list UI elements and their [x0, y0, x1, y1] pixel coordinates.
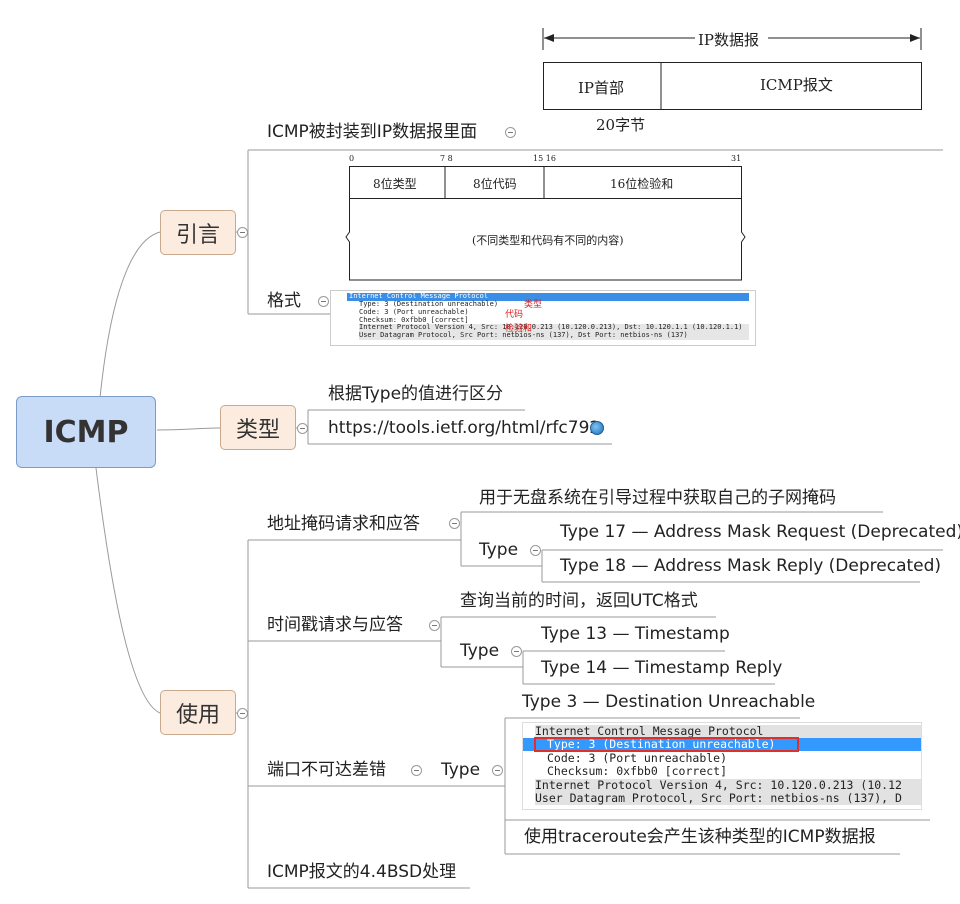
field-checksum: 16位检验和	[610, 177, 674, 191]
type-14-item[interactable]: Type 14 — Timestamp Reply	[541, 658, 783, 678]
capture-line: User Datagram Protocol, Src Port: netbio…	[535, 792, 921, 805]
type-note[interactable]: 根据Type的值进行区分	[328, 384, 504, 404]
timestamp-note[interactable]: 查询当前的时间，返回UTC格式	[460, 591, 698, 611]
timestamp-label[interactable]: 时间戳请求与应答	[267, 615, 403, 635]
datagram-arrow	[542, 28, 922, 110]
topic-usage[interactable]: 使用	[160, 690, 236, 735]
collapse-icon[interactable]	[511, 646, 522, 657]
capture-line: Internet Control Message Protocol	[535, 725, 921, 738]
collapse-icon[interactable]	[492, 765, 503, 776]
collapse-icon[interactable]	[505, 127, 516, 138]
capture-line: Code: 3 (Port unreachable)	[547, 751, 728, 765]
bit-31: 31	[731, 154, 742, 163]
capture-line: Internet Protocol Version 4, Src: 10.120…	[359, 323, 749, 332]
collapse-icon[interactable]	[429, 620, 440, 631]
packet-capture-large: Internet Control Message Protocol Type: …	[522, 722, 922, 810]
annotation-type: 类型	[524, 300, 543, 310]
collapse-icon[interactable]	[318, 296, 329, 307]
annotation-code: 代码	[505, 310, 524, 320]
selected-row-highlight	[523, 738, 921, 751]
bit-7-8: 7 8	[440, 154, 453, 163]
topic-intro[interactable]: 引言	[160, 210, 236, 255]
capture-line: Checksum: 0xfbb0 [correct]	[547, 764, 728, 778]
timestamp-type-label[interactable]: Type	[460, 641, 500, 661]
capture-line: User Datagram Protocol, Src Port: netbio…	[359, 331, 749, 340]
format-table	[345, 166, 746, 281]
collapse-icon[interactable]	[530, 545, 541, 556]
highlight-box	[534, 737, 799, 752]
field-code: 8位代码	[473, 177, 517, 191]
field-type: 8位类型	[373, 177, 417, 191]
capture-line: Internet Protocol Version 4, Src: 10.120…	[535, 779, 921, 792]
topic-types[interactable]: 类型	[220, 405, 296, 450]
unreachable-label[interactable]: 端口不可达差错	[267, 760, 386, 780]
ip-header-label: IP首部	[578, 79, 625, 97]
ip-datagram-figure: IP数据报 IP首部 ICMP报文	[540, 24, 930, 114]
collapse-icon[interactable]	[237, 708, 248, 719]
type-17-item[interactable]: Type 17 — Address Mask Request (Deprecat…	[560, 522, 960, 542]
annotation-checksum: 检验和	[505, 324, 533, 334]
bit-15-16: 15 16	[533, 154, 556, 163]
mask-label[interactable]: 地址掩码请求和应答	[267, 514, 420, 534]
unreachable-type-label[interactable]: Type	[441, 760, 481, 780]
type-13-item[interactable]: Type 13 — Timestamp	[541, 624, 730, 644]
capture-line: Type: 3 (Destination unreachable)	[547, 737, 776, 751]
icmp-format-figure: 0 7 8 15 16 31 8位类型 8位代码 16位检验和 (不同类型和代码…	[345, 152, 750, 287]
capture-line: Internet Control Message Protocol	[347, 292, 749, 301]
icmp-message-label: ICMP报文	[760, 76, 833, 94]
format-label[interactable]: 格式	[267, 291, 301, 311]
header-size-label: 20字节	[596, 116, 646, 134]
mask-note[interactable]: 用于无盘系统在引导过程中获取自己的子网掩码	[479, 488, 836, 508]
collapse-icon[interactable]	[297, 423, 308, 434]
collapse-icon[interactable]	[449, 518, 460, 529]
body-note: (不同类型和代码有不同的内容)	[472, 234, 624, 247]
globe-link-icon[interactable]	[590, 421, 604, 435]
collapse-icon[interactable]	[411, 765, 422, 776]
rfc792-link[interactable]: https://tools.ietf.org/html/rfc792	[328, 418, 601, 438]
capture-line: Code: 3 (Port unreachable)	[359, 308, 469, 316]
bsd-label[interactable]: ICMP报文的4.4BSD处理	[267, 862, 457, 882]
datagram-label: IP数据报	[698, 31, 760, 49]
capture-line: Type: 3 (Destination unreachable)	[359, 300, 499, 308]
collapse-icon[interactable]	[237, 227, 248, 238]
traceroute-note[interactable]: 使用traceroute会产生该种类型的ICMP数据报	[524, 827, 876, 847]
bit-0: 0	[349, 154, 355, 163]
packet-capture-small: Internet Control Message Protocol Type: …	[330, 290, 756, 346]
type-3-item[interactable]: Type 3 — Destination Unreachable	[522, 692, 816, 712]
mask-type-label[interactable]: Type	[479, 540, 519, 560]
encap-label[interactable]: ICMP被封装到IP数据报里面	[267, 122, 478, 142]
root-node-icmp[interactable]: ICMP	[16, 396, 156, 468]
capture-line: Checksum: 0xfbb0 [correct]	[359, 316, 469, 324]
type-18-item[interactable]: Type 18 — Address Mask Reply (Deprecated…	[560, 556, 942, 576]
